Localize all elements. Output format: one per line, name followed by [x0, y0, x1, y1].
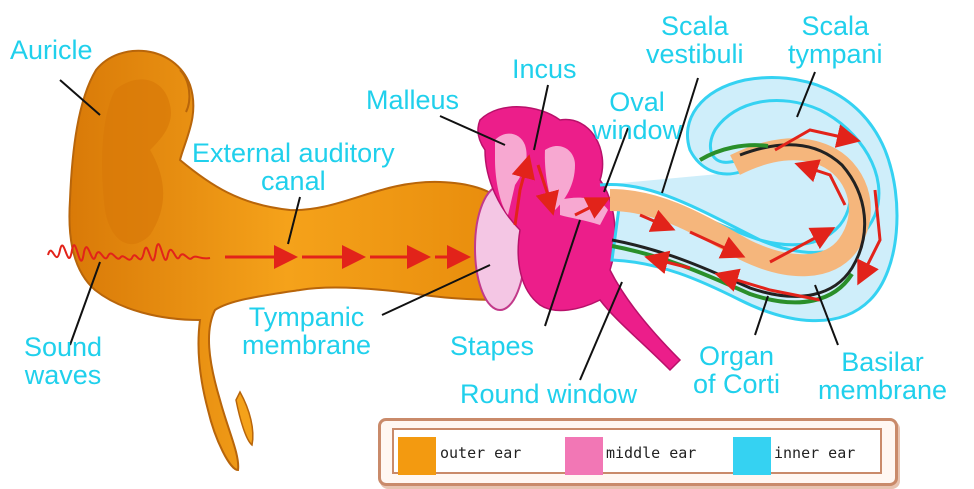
label-external-line2: canal — [192, 167, 395, 195]
label-sound-line2: waves — [24, 361, 102, 389]
label-organ-of-corti: Organ of Corti — [693, 342, 780, 398]
label-incus: Incus — [512, 55, 577, 83]
label-auricle-text: Auricle — [10, 36, 93, 64]
label-tympani-line2: tympani — [788, 40, 883, 68]
label-organ-line1: Organ — [693, 342, 780, 370]
label-vestibuli-line1: Scala — [646, 12, 744, 40]
legend-swatch-middle-ear — [565, 437, 603, 475]
label-scala-tympani: Scala tympani — [788, 12, 883, 68]
label-sound-line1: Sound — [24, 333, 102, 361]
label-oval-line1: Oval — [592, 88, 682, 116]
label-oval-line2: window — [592, 116, 682, 144]
legend-swatch-inner-ear — [733, 437, 771, 475]
label-round-window: Round window — [460, 380, 637, 408]
label-oval-window: Oval window — [592, 88, 682, 144]
label-basilar-membrane: Basilar membrane — [818, 348, 947, 404]
label-scala-vestibuli: Scala vestibuli — [646, 12, 744, 68]
label-external-auditory-canal: External auditory canal — [192, 139, 395, 195]
label-stapes: Stapes — [450, 332, 534, 360]
label-vestibuli-line2: vestibuli — [646, 40, 744, 68]
label-basilar-line2: membrane — [818, 376, 947, 404]
legend-label-middle-ear: middle ear — [606, 444, 696, 462]
label-organ-line2: of Corti — [693, 370, 780, 398]
label-sound-waves: Sound waves — [24, 333, 102, 389]
label-tympanic-line2: membrane — [242, 331, 371, 359]
label-tympanic-line1: Tympanic — [242, 303, 371, 331]
label-tympanic-membrane: Tympanic membrane — [242, 303, 371, 359]
label-auricle: Auricle — [10, 36, 93, 64]
legend-label-inner-ear: inner ear — [774, 444, 855, 462]
label-malleus: Malleus — [366, 86, 459, 114]
label-malleus-text: Malleus — [366, 86, 459, 114]
label-incus-text: Incus — [512, 55, 577, 83]
legend-swatch-outer-ear — [398, 437, 436, 475]
legend-label-outer-ear: outer ear — [440, 444, 521, 462]
label-basilar-line1: Basilar — [818, 348, 947, 376]
label-round-window-text: Round window — [460, 380, 637, 408]
label-stapes-text: Stapes — [450, 332, 534, 360]
label-external-line1: External auditory — [192, 139, 395, 167]
label-tympani-line1: Scala — [788, 12, 883, 40]
